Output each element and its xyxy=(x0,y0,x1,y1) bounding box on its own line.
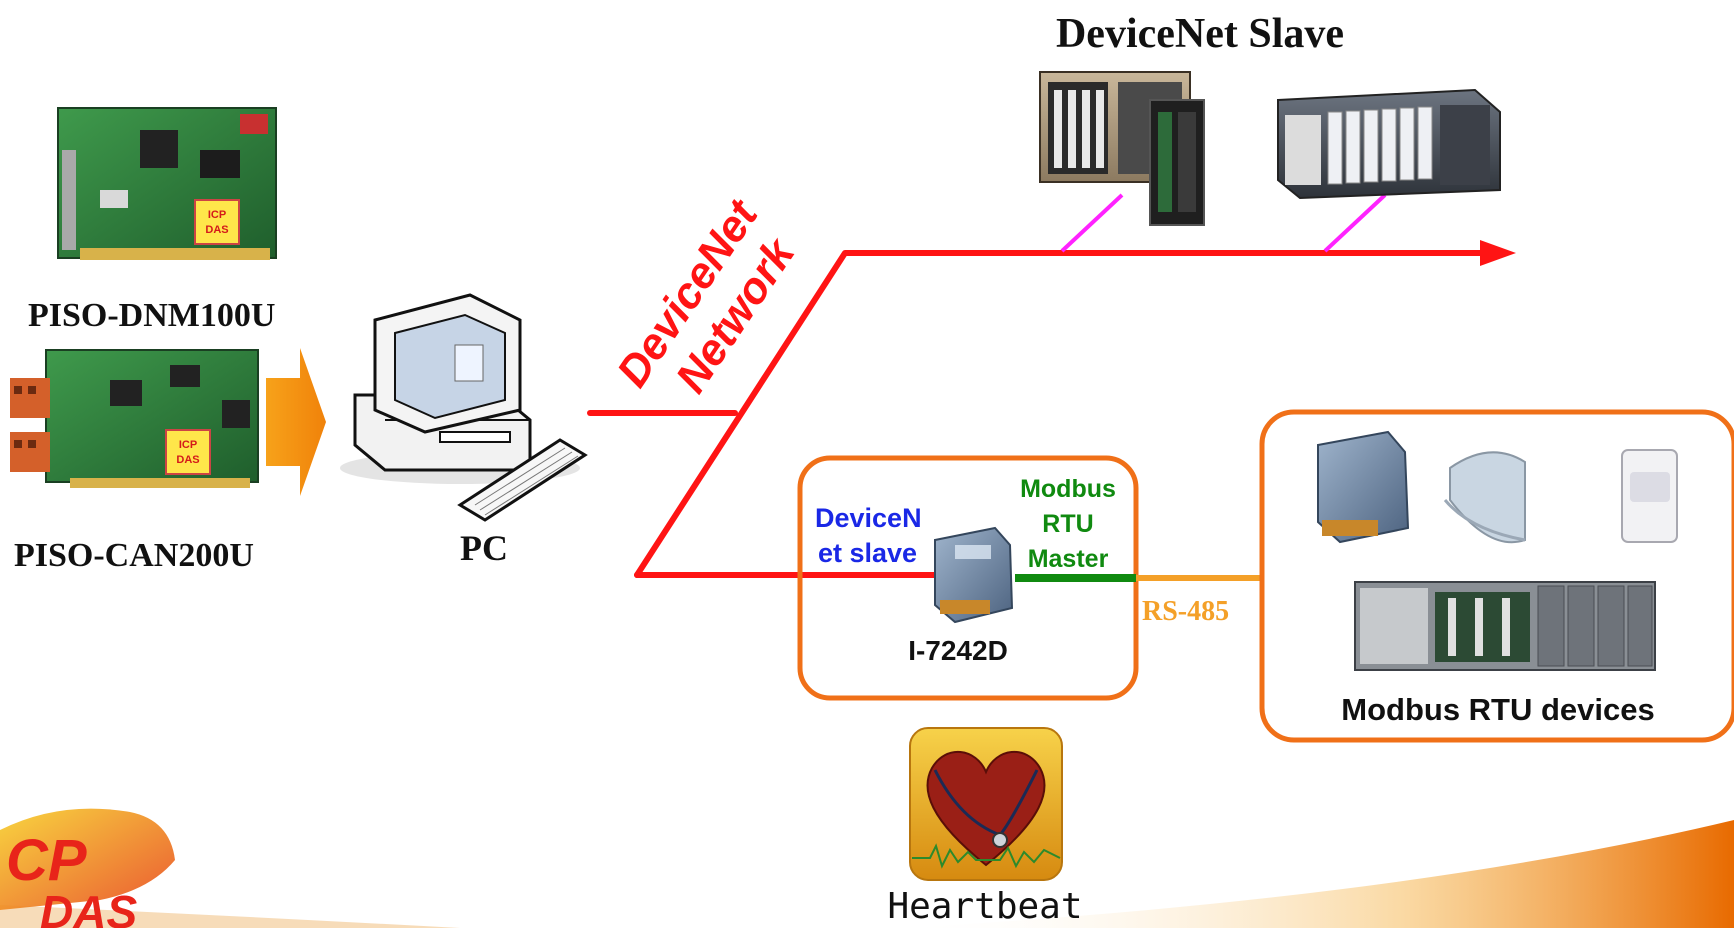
heartbeat-icon xyxy=(909,727,1063,881)
rs485-label: RS-485 xyxy=(1142,596,1229,627)
gateway-right-label-line2: RTU xyxy=(1042,510,1093,538)
gateway-left-label-line1: DeviceN xyxy=(815,503,922,533)
modbus-device-sensor-image xyxy=(1443,451,1526,544)
devicenet-network-lines xyxy=(587,250,1493,578)
piso-dnm100u-card-image: ICP DAS xyxy=(57,107,277,260)
gateway-right-label-line1: Modbus xyxy=(1020,475,1116,503)
logo-text-line1: CP xyxy=(6,828,87,893)
heartbeat-label: Heartbeat xyxy=(887,886,1082,927)
bottom-swoosh-left xyxy=(0,905,460,928)
modbus-device-module-image xyxy=(1317,430,1410,544)
modbus-device-detector-image xyxy=(1621,449,1678,543)
network-arrowhead xyxy=(1480,240,1516,266)
devicenet-network-label: DeviceNet Network xyxy=(608,190,806,402)
pc-computer-icon xyxy=(340,293,588,522)
icpdas-logo: CP DAS xyxy=(0,808,175,928)
card-logo-stamp-das: DAS xyxy=(205,224,228,236)
logo-text-line2: DAS xyxy=(40,886,137,928)
card-logo-stamp-das: DAS xyxy=(176,454,199,466)
label-piso-dnm100u: PISO-DNM100U xyxy=(28,297,275,334)
orange-arrow xyxy=(266,348,326,496)
title: DeviceNet Slave xyxy=(1056,11,1344,57)
gateway-model-label: I-7242D xyxy=(908,635,1008,666)
gateway-right-label-line3: Master xyxy=(1028,545,1109,573)
bottom-swoosh xyxy=(900,820,1734,928)
card-logo-stamp: ICP xyxy=(208,209,226,221)
modbus-device-controller-rack-image xyxy=(1354,581,1656,671)
gateway-left-label-line2: et slave xyxy=(818,538,917,568)
modbus-devices-box xyxy=(1259,409,1734,743)
card-logo-stamp: ICP xyxy=(179,439,197,451)
label-pc: PC xyxy=(460,528,508,568)
modbus-devices-caption: Modbus RTU devices xyxy=(1341,692,1655,727)
devicenet-slave-rack-image xyxy=(1039,71,1205,226)
slave-drop-lines xyxy=(1060,193,1387,253)
devicenet-slave-plc-image xyxy=(1277,88,1501,200)
i-7242d-module-image xyxy=(934,526,1014,624)
label-piso-can200u: PISO-CAN200U xyxy=(14,537,254,574)
piso-can200u-card-image: ICP DAS xyxy=(10,349,259,488)
